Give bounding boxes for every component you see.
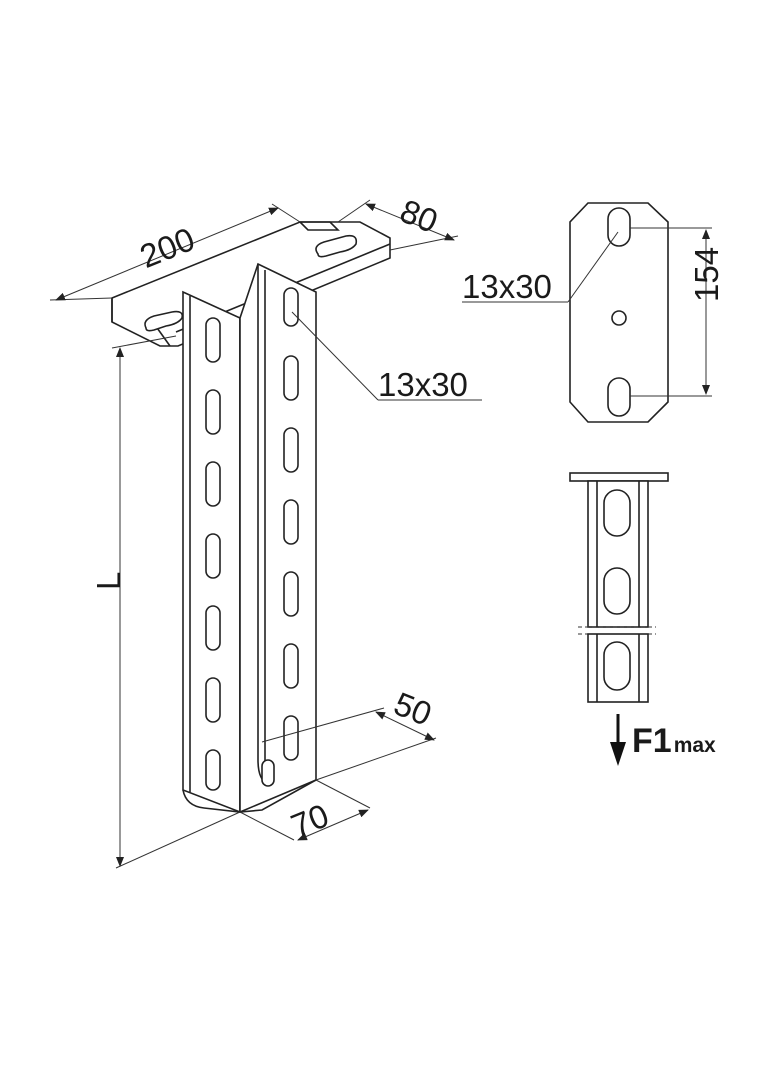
slot-size-label-top: 13x30 xyxy=(462,268,552,305)
back-side-slots xyxy=(261,287,299,787)
plate-top-view: 154 13x30 xyxy=(462,202,725,423)
profile-bottom-edge xyxy=(182,779,317,813)
load-indicator: F1max xyxy=(610,714,716,766)
dimension-L-label: L xyxy=(90,572,127,590)
load-label: F1max xyxy=(632,722,716,760)
dimension-50-label: 50 xyxy=(389,685,437,733)
down-arrow-icon xyxy=(610,742,626,766)
slot-size-label-main: 13x30 xyxy=(378,366,468,403)
left-side-slots xyxy=(205,317,221,791)
slot-callout-main: 13x30 xyxy=(291,311,482,403)
plate-slot-rear xyxy=(315,234,358,258)
dimension-profile-height: L xyxy=(90,335,241,869)
side-view xyxy=(569,472,669,703)
dimension-70-label: 70 xyxy=(286,796,334,844)
plate-slot-front xyxy=(144,310,184,332)
isometric-view: 200 80 13x30 L 50 xyxy=(49,192,482,869)
dimension-154-label: 154 xyxy=(688,247,725,302)
